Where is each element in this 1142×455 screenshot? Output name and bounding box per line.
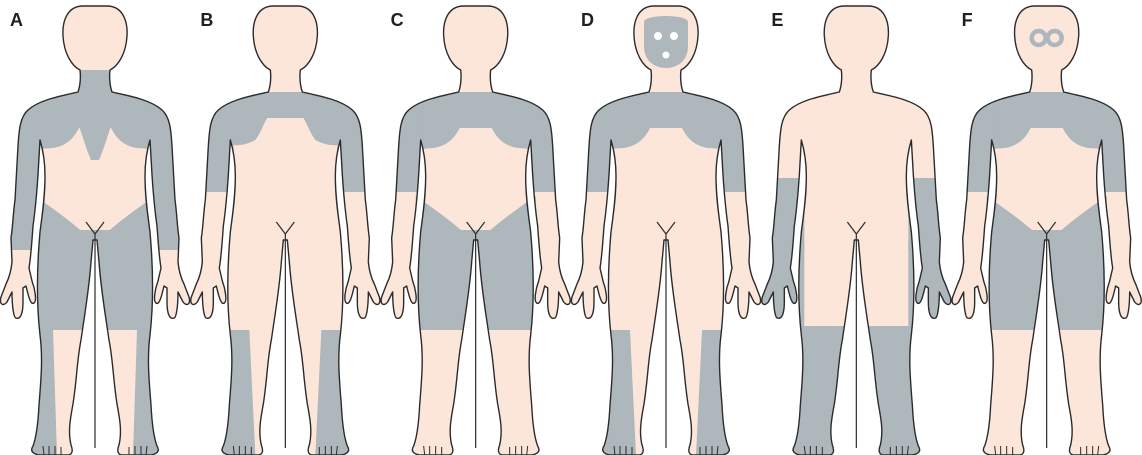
panel-letter: A: [10, 10, 23, 30]
panel-e: E: [746, 6, 966, 455]
panel-b: B: [175, 6, 395, 455]
region-face: [644, 16, 688, 68]
panel-letter: D: [581, 10, 594, 30]
panel-letter: E: [771, 10, 783, 30]
panel-f: F: [937, 6, 1142, 455]
panel-a: A: [0, 6, 205, 455]
panel-letter: F: [962, 10, 973, 30]
panel-d: D: [556, 6, 776, 455]
panel-c: C: [366, 6, 586, 455]
panel-letter: B: [200, 10, 213, 30]
panel-letter: C: [391, 10, 404, 30]
